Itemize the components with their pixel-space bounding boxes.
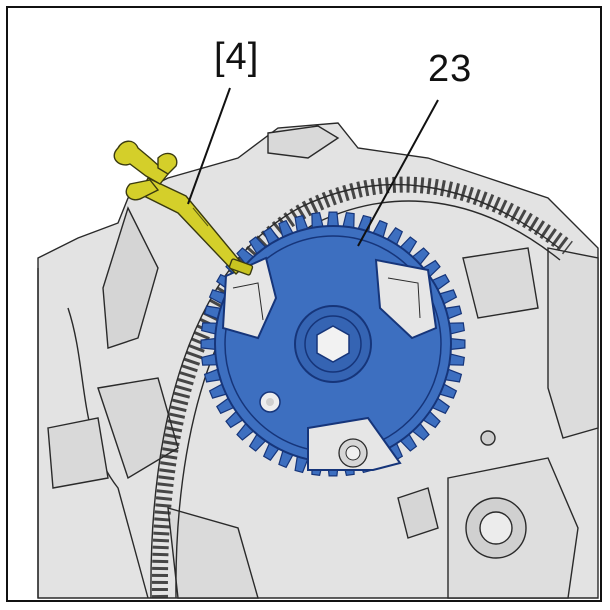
- leader-lines: [187, 87, 439, 247]
- engine-timing-illustration: [37, 87, 599, 599]
- leader-line-tool: [187, 87, 231, 205]
- diagram-frame: [4] 23: [6, 6, 602, 602]
- camshaft-sprocket: [200, 211, 466, 477]
- leader-line-gear: [357, 99, 439, 247]
- callout-label-tool: [4]: [214, 36, 260, 78]
- callout-label-gear: 23: [428, 48, 473, 90]
- timing-pin-tool: [113, 140, 254, 276]
